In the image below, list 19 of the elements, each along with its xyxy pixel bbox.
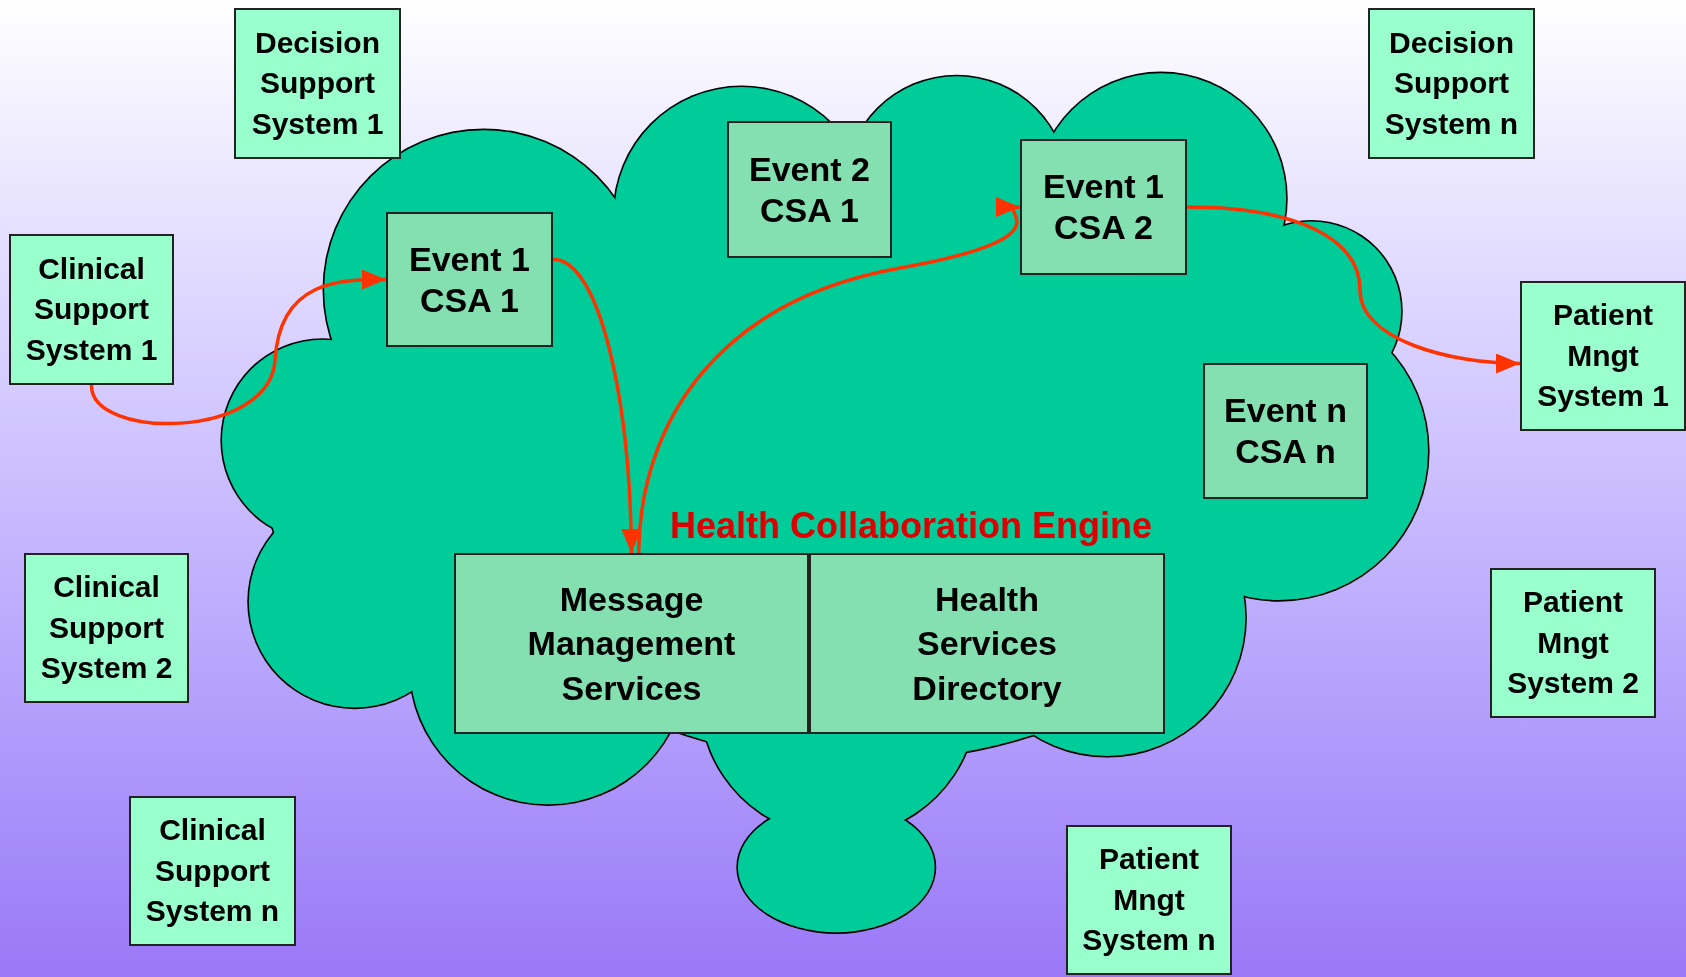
system-box: Patient Mngt System n (1066, 825, 1232, 975)
event-box: Event 2 CSA 1 (727, 121, 892, 258)
cloud-title: Health Collaboration Engine (670, 504, 1153, 548)
system-box: Clinical Support System 1 (9, 234, 174, 385)
event-box: Event n CSA n (1203, 363, 1368, 499)
event-box: Event 1 CSA 1 (386, 212, 553, 347)
system-box: Decision Support System 1 (234, 8, 401, 159)
arrow (636, 199, 1021, 554)
service-box: Message Management Services (454, 553, 809, 734)
system-box: Clinical Support System n (129, 796, 296, 946)
arrow (552, 257, 641, 554)
arrow (89, 269, 386, 426)
system-box: Decision Support System n (1368, 8, 1535, 159)
system-box: Patient Mngt System 2 (1490, 568, 1656, 718)
event-box: Event 1 CSA 2 (1020, 139, 1187, 275)
system-box: Patient Mngt System 1 (1520, 281, 1686, 431)
system-box: Clinical Support System 2 (24, 553, 189, 703)
service-box: Health Services Directory (809, 553, 1165, 734)
arrow (1186, 205, 1521, 373)
